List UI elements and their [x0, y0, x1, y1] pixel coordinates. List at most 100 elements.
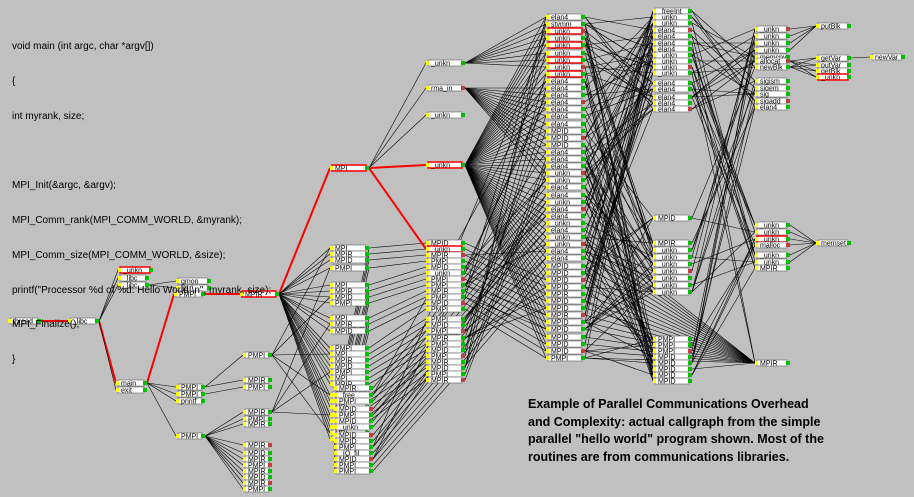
node-label: PMPI: [339, 468, 356, 475]
node-out-port: [581, 43, 585, 47]
call-edge: [691, 80, 756, 293]
callgraph-node: MPID: [546, 304, 585, 312]
node-out-port: [786, 92, 790, 96]
node-in-port: [426, 372, 429, 376]
node-in-port: [546, 171, 549, 175]
node-label: elan4: [551, 78, 568, 85]
node-out-port: [786, 230, 790, 234]
node-in-port: [546, 271, 549, 275]
node-label: _unkn: [759, 259, 779, 266]
code-line: int myrank, size;: [12, 110, 85, 122]
callgraph-node: elan4: [653, 85, 692, 93]
node-in-port: [816, 69, 819, 73]
node-label: _unkn: [759, 222, 779, 229]
node-out-port: [268, 353, 272, 357]
call-edge: [584, 151, 654, 382]
call-edge: [464, 172, 547, 381]
call-edge: [204, 435, 244, 490]
node-out-port: [688, 343, 692, 347]
callgraph-node: _unkn: [426, 59, 465, 67]
call-edge: [691, 231, 756, 293]
node-label: elan4: [551, 184, 568, 191]
node-in-port: [546, 335, 549, 339]
call-edge: [368, 349, 427, 385]
node-label: PMPI: [181, 391, 198, 398]
node-in-port: [330, 166, 333, 170]
node-out-port: [461, 317, 465, 321]
call-edge: [464, 94, 547, 166]
call-edge: [691, 82, 756, 226]
node-out-port: [688, 361, 692, 365]
callgraph-node: PMPI: [174, 290, 205, 298]
call-edge: [691, 66, 756, 74]
node-in-port: [243, 353, 246, 357]
node-out-port: [581, 129, 585, 133]
call-edge: [584, 222, 654, 258]
node-out-port: [581, 299, 585, 303]
call-edge: [584, 284, 654, 352]
call-edge: [584, 123, 654, 376]
node-label: _unkn: [657, 261, 677, 268]
call-edge: [464, 164, 547, 238]
node-out-port: [581, 22, 585, 26]
call-edge: [584, 279, 756, 364]
node-out-port: [688, 34, 692, 38]
call-edge: [271, 296, 331, 356]
call-edge: [464, 254, 547, 295]
callgraph-node: MPIR: [755, 264, 790, 272]
call-edge: [584, 186, 654, 352]
node-out-port: [369, 439, 373, 443]
node-out-port: [786, 223, 790, 227]
call-edge: [584, 300, 756, 364]
node-out-port: [365, 166, 369, 170]
node-out-port: [688, 65, 692, 69]
node-label: MPI: [335, 375, 348, 382]
node-in-port: [334, 469, 337, 473]
call-edge: [278, 293, 331, 332]
node-out-port: [461, 323, 465, 327]
callgraph-node: elan4: [755, 103, 790, 111]
call-edge: [691, 49, 756, 364]
callgraph-node: MPID: [546, 134, 585, 142]
callgraph-node: PMPI: [243, 351, 272, 359]
node-label: elan4: [551, 163, 568, 170]
call-edge: [584, 35, 654, 46]
node-in-port: [653, 15, 656, 19]
node-out-port: [369, 445, 373, 449]
node-in-port: [334, 425, 337, 429]
node-in-port: [334, 413, 337, 417]
call-edge: [278, 293, 331, 428]
node-label: PMPI: [431, 316, 448, 323]
call-edge: [789, 238, 817, 244]
node-in-port: [426, 348, 429, 352]
node-in-port: [546, 150, 549, 154]
callgraph-node: MPID: [546, 347, 585, 355]
call-edge: [278, 293, 331, 440]
caption-line: and Complexity: actual callgraph from th…: [528, 414, 821, 429]
node-label: MPI: [335, 351, 348, 358]
node-in-port: [330, 437, 333, 441]
node-out-port: [461, 283, 465, 287]
node-label: _unkn: [550, 71, 570, 78]
node-in-port: [334, 386, 337, 390]
node-in-port: [546, 221, 549, 225]
node-out-port: [365, 376, 369, 380]
node-label: _unkn: [657, 64, 677, 71]
node-label: _unkn: [430, 60, 450, 67]
node-label: newBlk: [760, 64, 783, 71]
call-edge: [789, 242, 817, 263]
call-edge: [789, 25, 817, 37]
callgraph-node: elan4: [546, 98, 585, 106]
callgraph-node: getVar: [816, 54, 851, 62]
callgraph-node: MPID: [653, 214, 692, 222]
node-out-port: [581, 292, 585, 296]
call-edge: [584, 44, 654, 251]
call-edge: [691, 72, 756, 364]
node-out-port: [847, 24, 851, 28]
node-in-port: [755, 92, 758, 96]
call-edge: [464, 87, 547, 103]
node-in-port: [68, 319, 71, 323]
call-edge: [464, 137, 547, 166]
call-edge: [584, 201, 654, 293]
node-out-port: [786, 86, 790, 90]
